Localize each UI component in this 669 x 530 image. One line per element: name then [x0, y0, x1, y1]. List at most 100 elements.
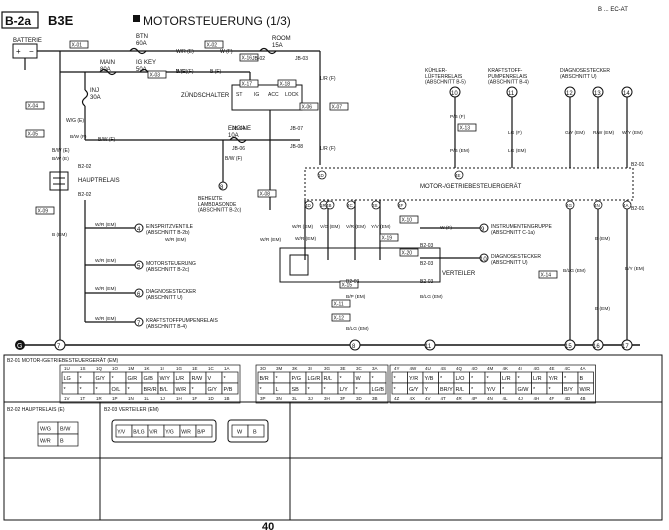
pin-number: 4I	[518, 366, 522, 371]
pin-number: 1C	[208, 366, 215, 371]
connector-ref: B2-01	[631, 206, 645, 212]
svg-text:14: 14	[623, 91, 630, 97]
pin-cell-value: *	[471, 376, 474, 382]
relay-table-title: B2-02 HAUPTRELAIS (E)	[7, 407, 65, 413]
wire-label: Y/V (EM)	[371, 224, 391, 230]
wire-label: B/W (F)	[225, 156, 243, 162]
pin-cell-value: LG/B	[372, 387, 385, 393]
pin-number: 4W	[410, 366, 418, 371]
svg-text:5: 5	[137, 264, 141, 270]
wire-label: W/G (E)	[66, 118, 84, 124]
svg-text:ACC: ACC	[268, 92, 279, 98]
pin-label: 4C	[347, 203, 354, 208]
dist-table-title: B2-03 VERTEILER (EM)	[104, 407, 159, 413]
connector-tag-label: X-13	[460, 126, 471, 132]
pin-cell-value: *	[96, 387, 99, 393]
wire-label: B (EM)	[595, 236, 610, 242]
output-2: MOTORSTEUERUNG(ABSCHNITT B-2c)	[146, 261, 196, 273]
wire-label: W/R (EM)	[95, 222, 116, 228]
pin-number: 3H	[324, 396, 330, 401]
connector-tag-label: X-20	[402, 251, 413, 257]
pin-label: 1D	[318, 173, 325, 178]
pin-cell-value: W/Y	[160, 376, 171, 382]
wire-label: B/P (EM)	[346, 294, 366, 300]
wire-label: B/LG (EM)	[346, 326, 369, 332]
pin-label: 4F	[398, 203, 404, 208]
pin-number: 4M	[487, 366, 494, 371]
wire-label: L/R (F)	[320, 76, 336, 82]
pin-cell-value: *	[340, 376, 343, 382]
connector-tag	[25, 101, 45, 110]
pin-number: 4B	[580, 396, 586, 401]
svg-text:+: +	[16, 47, 21, 56]
pin-number: 4P	[472, 396, 478, 401]
pin-number: 3E	[340, 366, 346, 371]
wire-label: W/R (EM)	[95, 258, 116, 264]
connector-tag	[35, 206, 55, 215]
pin-cell-value: *	[112, 376, 115, 382]
pin-number: 4T	[441, 396, 447, 401]
pin-number: 1J	[160, 396, 165, 401]
pin-cell-value: L/Y	[340, 387, 349, 393]
connector-tag	[204, 40, 224, 49]
dist-pin-value: W	[237, 430, 243, 436]
wire-label: W/R (EM)	[95, 286, 116, 292]
pin-number: 1T	[80, 396, 86, 401]
pin-number: 1M	[128, 366, 135, 371]
relay-pin-value: B/W	[60, 427, 71, 433]
svg-text:ST: ST	[236, 92, 242, 98]
pin-number: 1D	[208, 396, 215, 401]
joint-label: JB-02	[252, 56, 265, 62]
pin-number: 3O	[260, 366, 267, 371]
diagram-code: B3E	[48, 13, 74, 28]
pin-cell	[221, 382, 239, 395]
connector-ref: B2-03	[420, 243, 434, 249]
kraftstoff-label: KRAFTSTOFF-PUMPENRELAIS(ABSCHNITT B-4)	[488, 68, 529, 86]
pin-marker	[397, 200, 407, 210]
pin-number: 3B	[372, 396, 378, 401]
wire-label: V/G (EM)	[320, 224, 340, 230]
wire-label: B (EM)	[595, 306, 610, 312]
pin-number: 4C	[565, 366, 572, 371]
connector-tag-label: X-07	[332, 105, 343, 111]
pin-cell-value: B	[580, 376, 584, 382]
ground-mark	[15, 340, 25, 350]
pin-cell-value: *	[276, 376, 279, 382]
pin-number: 4U	[425, 366, 431, 371]
pin-cell-value: BR/Y	[440, 387, 453, 393]
dist-pin-value: Y/V	[117, 430, 126, 436]
pin-cell-value: *	[80, 387, 83, 393]
pin-number: 4D	[565, 396, 572, 401]
wire-label: L/R (F)	[320, 146, 336, 152]
pin-number: 4O	[472, 366, 479, 371]
wire-label: LG (F)	[508, 130, 522, 136]
connector-ref: B2-03	[346, 279, 360, 285]
pin-cell-value: *	[394, 376, 397, 382]
wire-label: B (E)	[176, 69, 188, 75]
pin-number: 1U	[64, 366, 70, 371]
output-1: EINSPRITZVENTILE(ABSCHNITT B-2b)	[146, 224, 194, 236]
pin-cell-value: R/W	[192, 376, 204, 382]
page-ref: B-2a	[5, 14, 31, 28]
connector-tag	[339, 280, 359, 289]
connector-table-frame	[3, 354, 663, 521]
pin-marker	[454, 170, 464, 180]
wire-label: V/R (EM)	[346, 224, 366, 230]
connector-tag	[147, 70, 167, 79]
connector-tag	[257, 189, 277, 198]
connector-tag	[299, 102, 319, 111]
pin-cell-value: V	[208, 376, 212, 382]
pin-cell	[577, 382, 594, 395]
pin-label: 1R	[320, 203, 327, 208]
pin-cell-value: P/B	[224, 387, 233, 393]
pin-marker	[317, 170, 327, 180]
wire-label: B/LG (EM)	[420, 294, 443, 300]
dist-pin-value: B	[253, 430, 257, 436]
right-output-2: DIAGNOSESTECKER(ABSCHNITT U)	[491, 254, 541, 266]
wire-label: W/R (EM)	[295, 236, 316, 242]
pin-number: 3N	[276, 396, 282, 401]
connector-tag	[239, 53, 259, 62]
